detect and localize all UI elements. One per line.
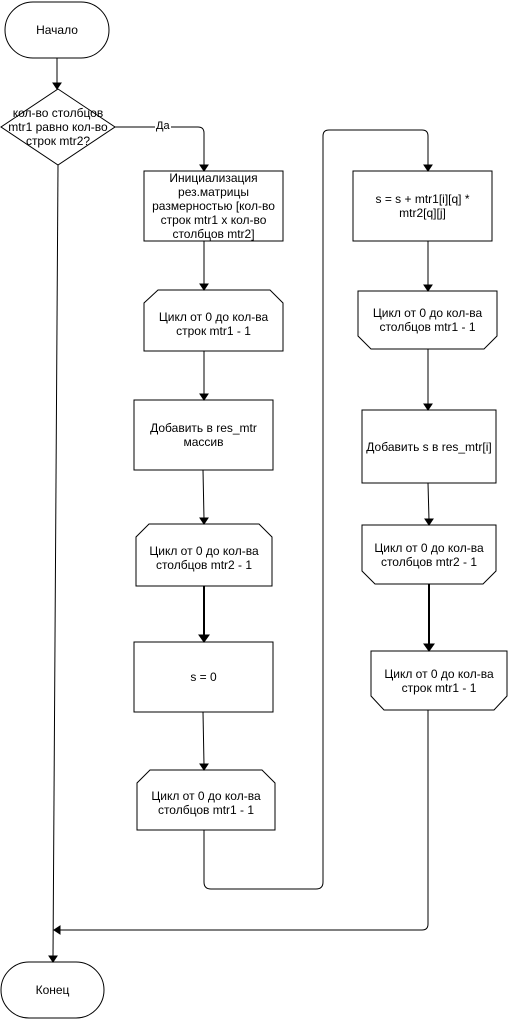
arrowhead [199,517,209,525]
init-process[interactable] [143,170,284,242]
edge-s-zero-to-loop-q [202,711,205,766]
loop-q-end-label: Цикл от 0 до кол-ва столбцов mtr1 - 1 [372,306,483,334]
loop-q-end-shape[interactable] [357,290,498,350]
arrowhead [423,284,433,292]
loop-j-end-shape[interactable] [361,524,497,585]
loop-i-start-label: Цикл от 0 до кол-ва строк mtr1 - 1 [158,309,269,338]
arrowhead [423,403,433,411]
edge-append-s-to-loop-j-end [427,482,430,521]
end-label: Конец [35,983,70,997]
arrowhead [48,955,58,963]
arrowhead [199,283,209,291]
arrowhead [423,164,433,172]
s-zero-process[interactable] [133,641,274,713]
loop-j-start-shape[interactable] [135,523,273,587]
decision-label: кол-во столбцов mtr1 равно кол-во строк … [8,106,108,148]
start-label: Начало [36,23,78,37]
loop-q-start-label: Цикл от 0 до кол-ва столбцов mtr1 - 1 [151,789,261,817]
arrowhead [199,763,209,771]
arrowhead [198,634,210,643]
loop-i-end-shape[interactable] [370,650,508,711]
loop-q-start-shape[interactable] [136,769,276,831]
arrowhead [423,643,435,652]
arrowhead [199,164,209,172]
init-label: Инициализация рез.матрицы размерностью [… [152,171,275,241]
append-s-process[interactable] [361,409,497,484]
edge-decision-no-to-end [52,164,59,958]
s-zero-label: s = 0 [190,670,217,684]
loop-i-start-shape[interactable] [143,289,284,352]
arrowhead [52,82,62,90]
edge-label-yes: Да [155,120,171,132]
s-accumulate-process[interactable] [352,170,493,242]
edge-decision-yes-to-init [115,126,205,166]
loop-j-start-label: Цикл от 0 до кол-ва столбцов mtr2 - 1 [149,544,259,572]
arrowhead [424,518,434,526]
arrowhead [53,925,61,935]
append-s-label: Добавить s в res_mtr[i] [366,439,492,454]
edge-loop-i-end-to-end [59,710,429,931]
loop-j-end-label: Цикл от 0 до кол-ва столбцов mtr2 - 1 [374,540,484,569]
append-array-label: Добавить в res_mtr массив [150,421,257,449]
edge-loop-q-to-s-accumulate [203,129,429,890]
s-accumulate-label: s = s + mtr1[i][q] * mtr2[q][j] [375,192,470,220]
edge-append-array-to-loop-j [202,469,205,520]
append-array-process[interactable] [133,399,274,471]
arrowhead [199,393,209,401]
loop-i-end-label: Цикл от 0 до кол-ва строк mtr1 - 1 [384,666,494,695]
